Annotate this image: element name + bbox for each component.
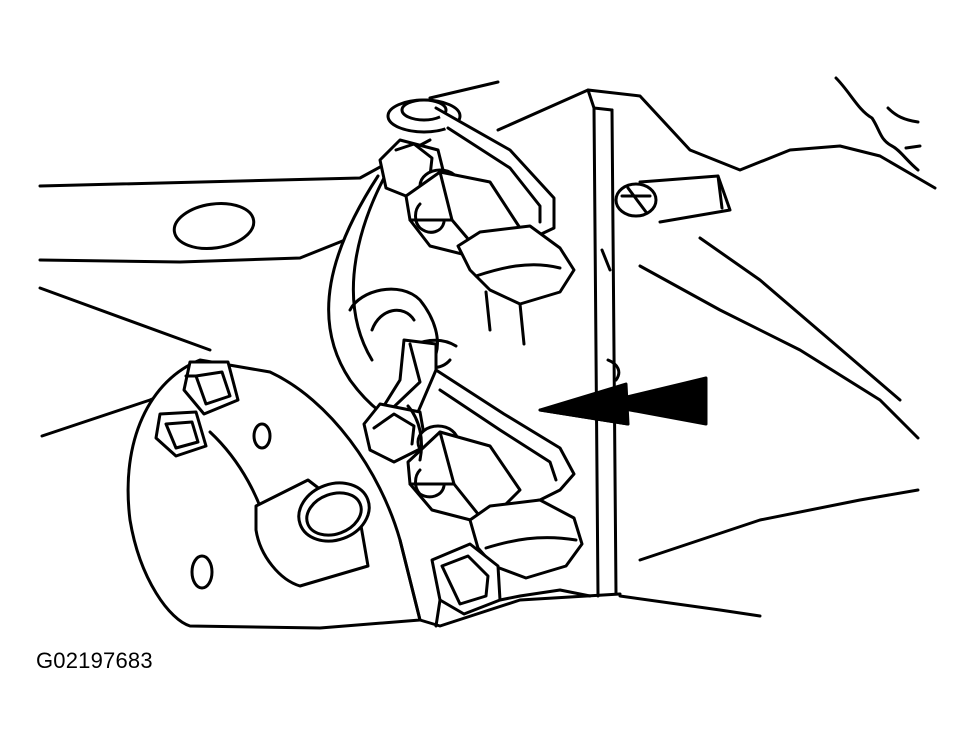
upper-frame [428,76,937,190]
hub-bolt-upper [182,360,240,416]
hub-bolt-lower [154,410,208,458]
upper-fitting [378,106,576,346]
upper-right-bolt [614,174,732,224]
arrow-pointer-icon [538,376,708,426]
hub-boss [254,478,371,588]
lower-frame [398,404,622,628]
top-cap [386,98,462,134]
lower-fitting [362,338,592,628]
vertical-bracket [586,88,621,598]
figure-id-label: G02197683 [36,648,153,673]
access-hole [172,202,256,250]
